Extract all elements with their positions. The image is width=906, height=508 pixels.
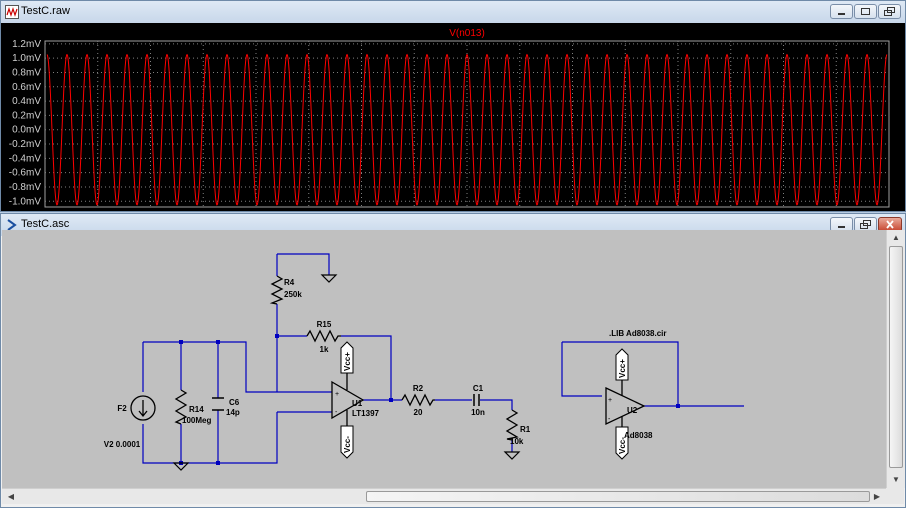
waveform-window: TestC.raw 1.2mV 1.0mV 0.8mV 0.6mV 0.4mV 0.2mV… xyxy=(0,0,906,212)
resistor-r2[interactable]: R2 20 xyxy=(401,384,435,417)
minimize-icon xyxy=(838,13,845,15)
maximize-button[interactable] xyxy=(854,4,877,19)
waveform-window-title: TestC.raw xyxy=(21,5,70,17)
schematic-drawing[interactable]: F2 V2 0.0001 R14 100Meg C6 14p R4 250k R… xyxy=(2,230,886,488)
u2-vcc-minus: Vcc- xyxy=(618,437,627,454)
minimize-button[interactable] xyxy=(830,4,853,19)
close-icon xyxy=(886,220,894,229)
r4-value: 250k xyxy=(284,290,302,299)
horizontal-scroll-thumb[interactable] xyxy=(366,491,870,502)
capacitor-c1[interactable]: C1 10n xyxy=(471,384,485,417)
horizontal-scrollbar[interactable]: ◀ ▶ xyxy=(2,488,886,504)
waveform-app-icon xyxy=(5,5,19,19)
schematic-window-title: TestC.asc xyxy=(21,218,70,230)
y-tick-label: -1.0mV xyxy=(9,196,42,207)
r14-value: 100Meg xyxy=(182,416,211,425)
u1-vcc-minus: Vcc- xyxy=(343,436,352,453)
c1-name: C1 xyxy=(473,384,484,393)
svg-text:+: + xyxy=(608,397,612,404)
ground-icon xyxy=(172,462,190,471)
f2-name: F2 xyxy=(117,404,127,413)
y-tick-label: -0.6mV xyxy=(9,168,42,179)
y-tick-label: -0.2mV xyxy=(9,139,42,150)
svg-text:-: - xyxy=(335,409,338,416)
y-tick-label: 0.2mV xyxy=(12,110,41,121)
r15-name: R15 xyxy=(317,320,332,329)
u2-value: Ad8038 xyxy=(624,431,653,440)
c1-value: 10n xyxy=(471,408,485,417)
y-axis-ticks: 1.2mV 1.0mV 0.8mV 0.6mV 0.4mV 0.2mV 0.0mV -0.2m… xyxy=(9,39,42,207)
scrollbar-corner xyxy=(886,488,904,504)
wires xyxy=(142,253,744,464)
capacitor-c6[interactable]: C6 14p xyxy=(212,397,240,417)
resistor-r15[interactable]: R15 1k xyxy=(306,320,341,354)
r4-name: R4 xyxy=(284,278,295,287)
u1-vcc-plus: Vcc+ xyxy=(343,352,352,371)
restore-button[interactable] xyxy=(878,4,901,19)
u2-name: U2 xyxy=(627,406,638,415)
c6-value: 14p xyxy=(226,408,240,417)
restore-icon xyxy=(884,7,895,16)
plot-area[interactable]: 1.2mV 1.0mV 0.8mV 0.6mV 0.4mV 0.2mV 0.0mV -0.2m… xyxy=(1,23,905,211)
scroll-up-arrow-icon[interactable]: ▲ xyxy=(892,233,900,242)
f2-value: V2 0.0001 xyxy=(104,440,141,449)
resistor-r4[interactable]: R4 250k xyxy=(269,275,302,305)
waveform-plot[interactable]: 1.2mV 1.0mV 0.8mV 0.6mV 0.4mV 0.2mV 0.0mV -0.2m… xyxy=(1,23,905,211)
u1-value: LT1397 xyxy=(352,409,380,418)
schematic-app-icon xyxy=(7,219,17,231)
vertical-scrollbar[interactable]: ▲ ▼ xyxy=(886,230,905,488)
opamp-u2[interactable]: .LIB Ad8038.cir + - Vcc+ Vcc- U2 Ad8038 xyxy=(605,329,667,460)
r15-value: 1k xyxy=(320,345,329,354)
y-tick-label: 1.0mV xyxy=(12,53,41,64)
scroll-down-arrow-icon[interactable]: ▼ xyxy=(892,475,900,484)
opamp-u1[interactable]: + - Vcc+ Vcc- U1 LT1397 xyxy=(331,341,380,459)
y-tick-label: 0.0mV xyxy=(12,125,41,136)
c6-name: C6 xyxy=(229,398,240,407)
junction-dots xyxy=(179,334,680,465)
maximize-icon xyxy=(861,8,870,15)
y-tick-label: 1.2mV xyxy=(12,39,41,50)
svg-text:+: + xyxy=(335,391,339,398)
r1-name: R1 xyxy=(520,425,531,434)
scroll-left-arrow-icon[interactable]: ◀ xyxy=(7,492,15,501)
ground-icon xyxy=(503,451,521,460)
y-tick-label: 0.8mV xyxy=(12,67,41,78)
minimize-icon xyxy=(838,226,845,228)
trace-label[interactable]: V(n013) xyxy=(449,28,485,39)
resistor-r1[interactable]: R1 10k xyxy=(505,409,531,446)
ground-symbols xyxy=(172,274,521,471)
svg-text:-: - xyxy=(608,416,611,423)
y-tick-label: -0.8mV xyxy=(9,182,42,193)
y-tick-label: 0.4mV xyxy=(12,96,41,107)
r2-name: R2 xyxy=(413,384,424,393)
y-tick-label: -0.4mV xyxy=(9,153,42,164)
r1-value: 10k xyxy=(510,437,524,446)
resistor-r14[interactable]: R14 100Meg xyxy=(174,389,211,425)
vertical-scroll-thumb[interactable] xyxy=(889,246,903,468)
plot-grid xyxy=(44,40,890,208)
r2-value: 20 xyxy=(414,408,423,417)
trace-v-n013[interactable] xyxy=(46,53,888,206)
y-tick-label: 0.6mV xyxy=(12,82,41,93)
r14-name: R14 xyxy=(189,405,204,414)
restore-icon xyxy=(860,220,871,229)
waveform-titlebar[interactable]: TestC.raw xyxy=(1,1,905,23)
ground-icon xyxy=(320,274,338,283)
schematic-canvas[interactable]: F2 V2 0.0001 R14 100Meg C6 14p R4 250k R… xyxy=(2,230,886,488)
scroll-right-arrow-icon[interactable]: ▶ xyxy=(873,492,881,501)
current-source-f2[interactable]: F2 V2 0.0001 xyxy=(104,395,156,449)
lib-directive[interactable]: .LIB Ad8038.cir xyxy=(609,329,667,338)
u2-vcc-plus: Vcc+ xyxy=(618,359,627,378)
u1-name: U1 xyxy=(352,399,363,408)
